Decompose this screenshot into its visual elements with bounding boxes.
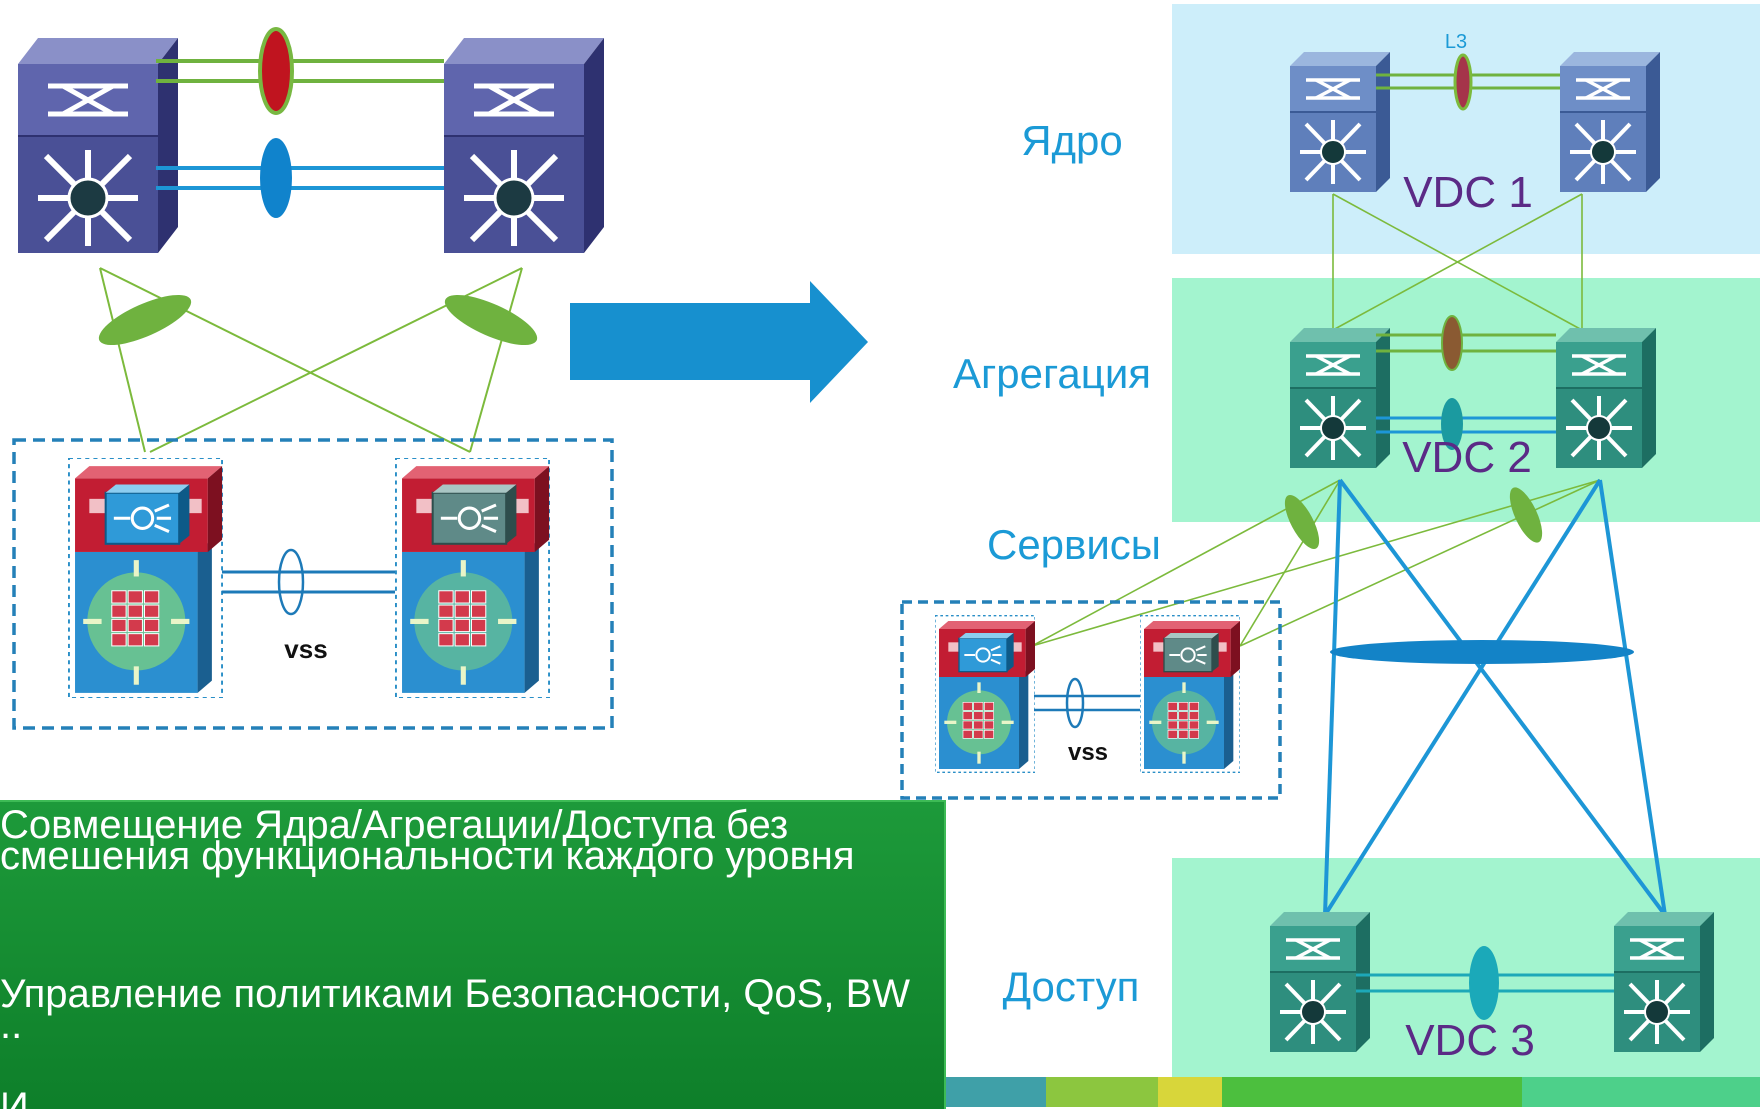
left-service-chassis-1: [69, 458, 222, 698]
transition-arrow: [570, 281, 868, 403]
left-core-l3-portchannel: [258, 27, 294, 115]
benefit-item-2: Управление политиками Безопасности, QoS,…: [0, 972, 911, 1047]
left-service-chassis-2: [396, 458, 549, 698]
aggregation-l2-portchannel: [1441, 398, 1463, 450]
aggregation-l3-portchannel: [1441, 315, 1463, 371]
left-portchannel-1: [98, 294, 192, 346]
services-enclosure: [900, 600, 1282, 800]
left-vss-label: vss: [284, 634, 327, 664]
aggregation-l2-link: [1376, 416, 1556, 434]
services-vss-portchannel: [1065, 677, 1085, 729]
core-agg-links: [1332, 193, 1583, 331]
services-portchannel-1: [1284, 495, 1320, 549]
services-vss-link: [1034, 694, 1140, 712]
access-switch-1: [1270, 912, 1370, 1052]
layer-label-access: Доступ: [1003, 963, 1140, 1010]
layer-label-services: Сервисы: [987, 521, 1161, 568]
vdc-label-1: VDC 1: [1403, 168, 1533, 217]
left-core-switch-1: [18, 38, 178, 253]
right-topology: L3 vss Ядро Агрегация Сервисы Дос: [900, 4, 1760, 1107]
vdc-label-2: VDC 2: [1402, 433, 1532, 482]
left-core-switch-2: [444, 38, 604, 253]
access-portchannel: [1469, 946, 1499, 1020]
layer-label-core: Ядро: [1021, 117, 1123, 164]
left-core-l2-portchannel: [260, 138, 292, 218]
vdc-label-3: VDC 3: [1405, 1016, 1535, 1065]
access-switch-2: [1614, 912, 1714, 1052]
left-vss-portchannel: [277, 548, 305, 616]
left-topology: vss: [12, 27, 614, 730]
agg-access-links: [1323, 478, 1667, 917]
left-vss-link: [222, 570, 395, 594]
aggregation-switch-1: [1290, 328, 1390, 468]
left-services-enclosure: [12, 438, 614, 730]
aggregation-band: [1172, 278, 1760, 522]
core-switch-2: [1560, 52, 1660, 192]
core-switch-1: [1290, 52, 1390, 192]
access-uplink-portchannel: [1330, 640, 1634, 664]
bottom-color-stripe: [944, 1077, 1760, 1107]
services-vss-label: vss: [1068, 739, 1108, 766]
service-chassis-1: [935, 614, 1035, 774]
left-core-l3-link: [156, 59, 444, 83]
benefit-item-3: И: [0, 1085, 29, 1109]
aggregation-l3-link: [1376, 333, 1556, 353]
left-portchannel-2: [444, 294, 538, 346]
core-l3-tag: L3: [1445, 31, 1467, 53]
left-core-l2-link: [156, 166, 444, 190]
aggregation-switch-2: [1556, 328, 1656, 468]
benefits-panel: Совмещение Ядра/Агрегации/Доступа без см…: [0, 800, 946, 1109]
core-l3-portchannel: [1453, 53, 1473, 111]
core-band: [1172, 4, 1760, 254]
benefit-item-1: Совмещение Ядра/Агрегации/Доступа без см…: [0, 803, 855, 878]
layer-label-aggregation: Агрегация: [953, 350, 1151, 397]
service-chassis-2: [1140, 614, 1240, 774]
services-portchannel-2: [1509, 487, 1543, 543]
